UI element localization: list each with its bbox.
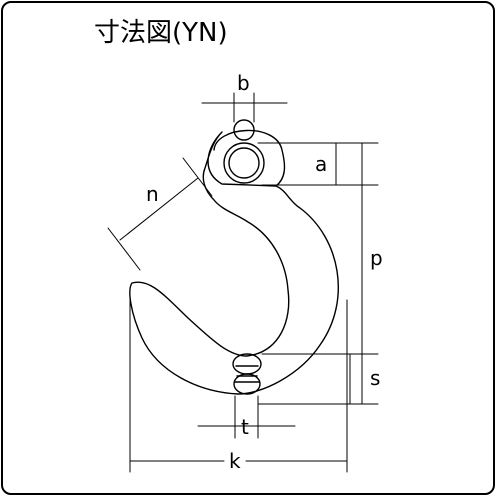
diagram-frame [1,1,495,495]
hook-outline [129,131,340,395]
hook-eye-inner [223,142,265,184]
eye-pin [233,119,255,141]
label-t: t [241,415,249,439]
label-b: b [237,71,250,95]
eye-pin-outer [228,147,260,179]
latch-link-lower [233,373,261,395]
dim-n-line [119,177,199,241]
label-p: p [370,246,383,270]
label-a: a [315,152,327,176]
dim-n-ext-2 [107,227,141,271]
label-s: s [370,366,380,390]
label-k: k [229,449,241,473]
hook-eye-outer [213,129,286,187]
page-title: 寸法図(YN) [94,18,228,48]
label-n: n [146,182,159,206]
dim-n-ext-1 [182,157,213,197]
latch-link-upper [232,353,262,375]
